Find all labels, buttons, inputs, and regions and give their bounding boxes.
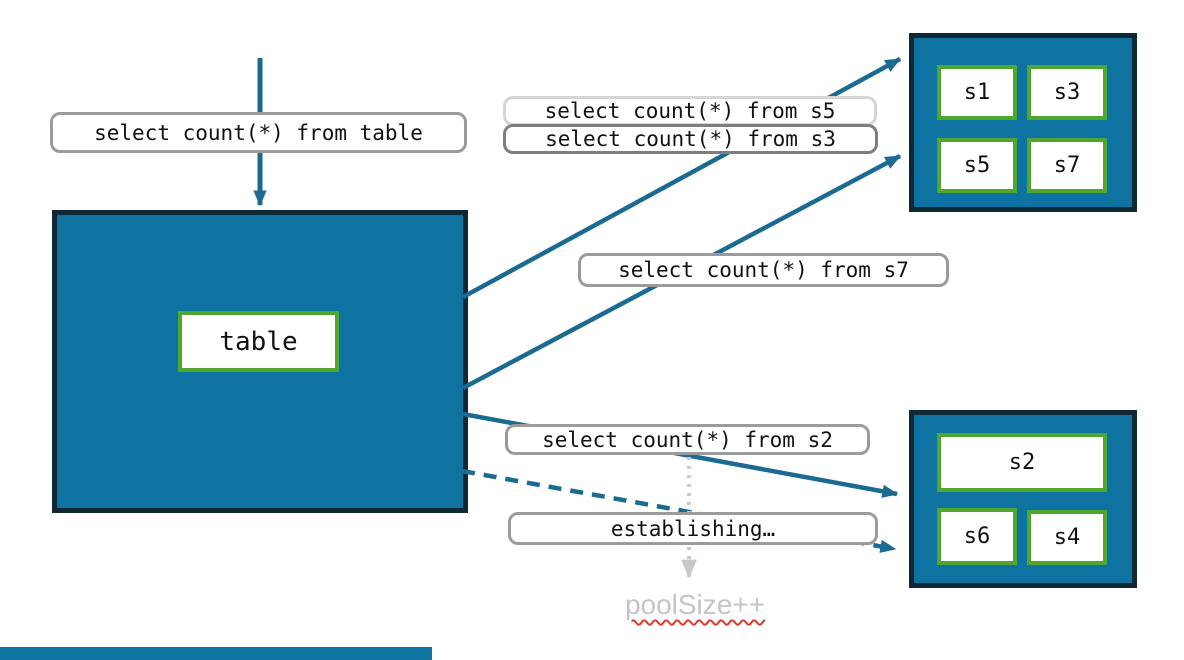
query-label-table-text: select count(*) from table <box>94 120 423 145</box>
shard-label-s4: s4 <box>1053 525 1081 550</box>
footer-accent-bar <box>0 647 432 660</box>
shard-cell-s7: s7 <box>1027 138 1107 193</box>
shard-label-s1: s1 <box>963 80 991 105</box>
shard-cell-s3: s3 <box>1027 65 1107 120</box>
shard-cell-s1: s1 <box>937 65 1017 120</box>
shard-label-s7: s7 <box>1053 153 1081 178</box>
table-label: table <box>219 326 298 357</box>
table-cell: table <box>178 311 339 372</box>
poolsize-text: poolSize++ <box>624 589 766 620</box>
query-label-s7: select count(*) from s7 <box>578 253 949 287</box>
query-label-s2-text: select count(*) from s2 <box>542 427 833 452</box>
establishing-label: establishing… <box>508 512 878 545</box>
shard-cell-s2: s2 <box>937 433 1107 492</box>
shard-cell-s5: s5 <box>937 138 1017 193</box>
poolsize-note: poolSize++ <box>613 589 777 621</box>
query-label-s3: select count(*) from s3 <box>503 124 878 154</box>
shard-cell-s6: s6 <box>937 508 1017 565</box>
arrow-establishing-dashed <box>461 468 897 553</box>
establishing-label-text: establishing… <box>610 516 776 541</box>
query-label-s3-text: select count(*) from s3 <box>545 127 836 151</box>
shard-label-s5: s5 <box>963 153 991 178</box>
query-label-s5: select count(*) from s5 <box>503 96 877 126</box>
shard-label-s2: s2 <box>1008 450 1036 475</box>
shard-cell-s4: s4 <box>1027 510 1107 565</box>
shard-label-s6: s6 <box>963 524 991 549</box>
query-label-s2: select count(*) from s2 <box>505 424 870 455</box>
query-label-s5-text: select count(*) from s5 <box>544 99 836 123</box>
shard-label-s3: s3 <box>1053 80 1081 105</box>
query-label-s7-text: select count(*) from s7 <box>618 258 909 282</box>
query-label-table: select count(*) from table <box>50 112 467 153</box>
